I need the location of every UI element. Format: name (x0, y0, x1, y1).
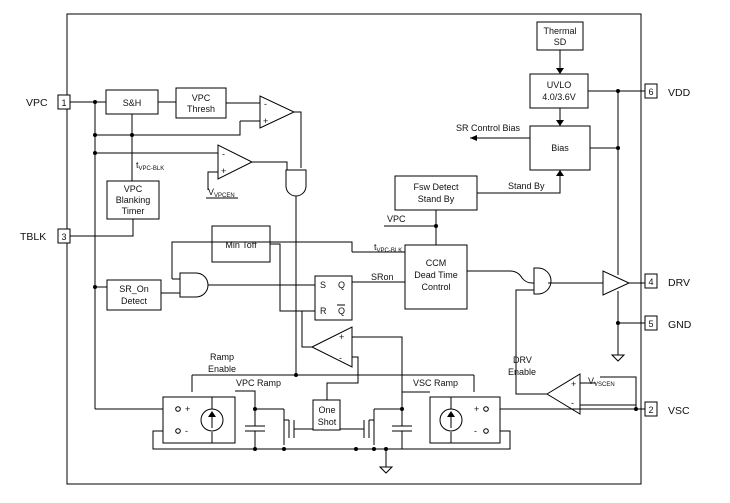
chip-outline (66, 13, 642, 485)
thermal-sd-block: Thermal SD (536, 21, 584, 51)
drv-buffer (602, 270, 631, 296)
svg-text:Thermal: Thermal (543, 26, 576, 36)
pin-vpc-number: 1 (61, 98, 66, 108)
drv-and-gate (533, 267, 552, 295)
svg-text:+: + (185, 404, 190, 414)
drv-enable-label-1: DRV (513, 355, 532, 365)
sr-latch: S Q R Q (314, 275, 353, 321)
stand-by-label: Stand By (508, 181, 545, 191)
svg-text:Control: Control (421, 282, 450, 292)
pin-tblk-number: 3 (61, 232, 66, 242)
vpc-enable-comparator (217, 144, 254, 180)
pin-vdd: 6 VDD (644, 83, 691, 99)
vsc-ramp-source: + - (429, 396, 501, 444)
vpc-sense-label: VPC (387, 214, 406, 224)
ccm-t-vpc-blk-label: tVPC-BLK (374, 242, 402, 254)
svg-text:S: S (320, 280, 326, 290)
svg-text:+: + (474, 404, 479, 414)
svg-text:+: + (221, 166, 226, 176)
ccm-dead-time-block: CCM Dead Time Control (404, 244, 468, 310)
min-toff-block: Min Toff (211, 225, 271, 263)
one-shot-block: One Shot (312, 399, 341, 431)
pin-gnd-number: 5 (648, 319, 653, 329)
vvscen-label: VVSCEN (588, 376, 615, 388)
pin-gnd: 5 GND (644, 315, 692, 331)
svg-text:-: - (222, 149, 225, 159)
svg-text:S&H: S&H (123, 98, 142, 108)
sr-on-detect-block: SR_On Detect (106, 279, 162, 311)
svg-text:-: - (185, 426, 188, 436)
sron-label: SRon (371, 272, 394, 282)
ramp-comparator (310, 326, 353, 368)
vsc-ramp-label: VSC Ramp (413, 378, 458, 388)
svg-text:-: - (264, 99, 267, 109)
ramp-enable-and-gate (285, 169, 307, 197)
svg-text:One: One (318, 405, 335, 415)
svg-text:CCM: CCM (426, 258, 447, 268)
uvlo-block: UVLO 4.0/3.6V (529, 73, 589, 109)
svg-text:4.0/3.6V: 4.0/3.6V (542, 92, 576, 102)
drv-enable-comparator (546, 373, 581, 415)
svg-text:Stand By: Stand By (418, 194, 455, 204)
gnd-symbol-right (610, 354, 626, 362)
svg-text:Thresh: Thresh (187, 104, 215, 114)
svg-text:VPC: VPC (192, 93, 211, 103)
pin-vpc: VPC 1 (26, 94, 71, 110)
pin-vsc: 2 VSC (644, 401, 690, 417)
vpc-ramp-label: VPC Ramp (236, 378, 281, 388)
sr-on-and-gate (179, 272, 209, 298)
vpc-thresh-block: VPC Thresh (175, 87, 227, 119)
gnd-symbol-bottom (378, 466, 394, 474)
pin-vdd-number: 6 (648, 87, 653, 97)
svg-text:Bias: Bias (551, 143, 569, 153)
svg-text:Q: Q (338, 306, 345, 316)
ramp-enable-label-1: Ramp (210, 352, 234, 362)
pin-drv-label: DRV (668, 277, 690, 289)
vpc-ramp-reset-switch (283, 409, 313, 445)
svg-text:SR_On: SR_On (119, 284, 149, 294)
svg-text:Blanking: Blanking (116, 195, 151, 205)
pin-drv: 4 DRV (644, 273, 690, 289)
ramp-enable-label-2: Enable (208, 364, 236, 374)
sr-control-bias-label: SR Control Bias (456, 123, 521, 133)
vpc-thresh-comparator (259, 95, 296, 129)
blanking-timer-block: VPC Blanking Timer (106, 180, 160, 220)
svg-text:-: - (339, 353, 342, 363)
svg-text:Q: Q (338, 280, 345, 290)
pin-vsc-number: 2 (648, 405, 653, 415)
sample-hold-block: S&H (105, 89, 159, 115)
pin-gnd-label: GND (668, 319, 692, 331)
pin-tblk: TBLK 3 (20, 228, 71, 244)
pin-vpc-label: VPC (26, 97, 48, 109)
svg-text:UVLO: UVLO (547, 80, 572, 90)
svg-text:R: R (320, 306, 327, 316)
svg-text:Detect: Detect (121, 296, 148, 306)
svg-text:+: + (263, 116, 268, 126)
vsc-ramp-reset-switch (340, 409, 375, 445)
pin-drv-number: 4 (648, 277, 653, 287)
svg-text:+: + (571, 379, 576, 389)
fsw-detect-block: Fsw Detect Stand By (394, 175, 478, 211)
svg-text:-: - (571, 398, 574, 408)
svg-text:+: + (339, 332, 344, 342)
svg-text:Dead Time: Dead Time (414, 270, 458, 280)
svg-text:SD: SD (554, 37, 567, 47)
svg-text:Shot: Shot (318, 417, 337, 427)
vpc-ramp-source: + - (162, 396, 236, 444)
bias-block: Bias (529, 125, 591, 171)
svg-text:-: - (474, 426, 477, 436)
svg-text:Timer: Timer (122, 206, 145, 216)
pin-vdd-label: VDD (668, 87, 691, 99)
svg-text:Min Toff: Min Toff (225, 240, 257, 250)
svg-text:VPC: VPC (124, 184, 143, 194)
drv-enable-label-2: Enable (508, 367, 536, 377)
pin-tblk-label: TBLK (20, 231, 46, 243)
svg-text:Fsw Detect: Fsw Detect (413, 182, 459, 192)
pin-vsc-label: VSC (668, 405, 690, 417)
t-vpc-blk-label: tVPC-BLK (136, 160, 164, 172)
vvpcen-label: VVPCEN (208, 187, 235, 199)
